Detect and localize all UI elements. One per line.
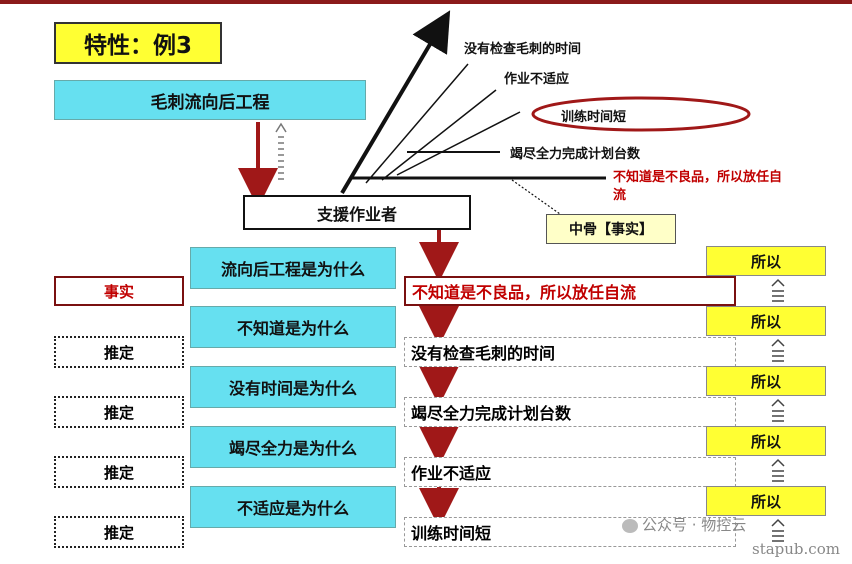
cause-label: 没有检查毛刺的时间: [464, 42, 582, 57]
inference-box: 推定: [54, 336, 184, 368]
watermark-site: stapub.com: [752, 540, 840, 558]
bone-line: [365, 63, 469, 184]
up-ladder-icons: [771, 278, 785, 542]
question-box: 流向后工程是为什么: [190, 247, 396, 289]
wechat-icon: [622, 518, 638, 533]
answer-box: 不知道是不良品，所以放任自流: [404, 276, 736, 306]
fact-label-line2: 流: [613, 188, 627, 203]
watermark-account: 公众号 · 物控云: [622, 514, 746, 535]
fishbone-spine: [340, 10, 451, 195]
header-box: 毛刺流向后工程: [54, 80, 366, 120]
inference-box: 推定: [54, 396, 184, 428]
question-box: 不适应是为什么: [190, 486, 396, 528]
bone-pointer: [511, 179, 561, 215]
so-box: 所以: [706, 306, 826, 336]
bone-line: [381, 89, 497, 181]
cause-label: 竭尽全力完成计划台数: [510, 147, 641, 162]
fact-box: 事实: [54, 276, 184, 306]
cause-label: 训练时间短: [561, 110, 627, 125]
so-box: 所以: [706, 246, 826, 276]
answer-box: 没有检查毛刺的时间: [404, 337, 736, 367]
fact-label-line1: 不知道是不良品，所以放任自: [613, 170, 783, 185]
so-box: 所以: [706, 426, 826, 456]
question-box: 竭尽全力是为什么: [190, 426, 396, 468]
cause-label: 作业不适应: [504, 72, 570, 87]
answer-box: 作业不适应: [404, 457, 736, 487]
inference-box: 推定: [54, 456, 184, 488]
answer-box: 训练时间短: [404, 517, 736, 547]
support-box: 支援作业者: [243, 195, 471, 230]
bone-label: 中骨【事实】: [546, 214, 676, 244]
bone-line: [396, 111, 521, 176]
so-box: 所以: [706, 486, 826, 516]
inference-box: 推定: [54, 516, 184, 548]
highlight-ellipse: [531, 96, 751, 132]
question-box: 没有时间是为什么: [190, 366, 396, 408]
page-title: 特性：例3: [54, 22, 222, 64]
top-bar: [0, 0, 852, 4]
question-box: 不知道是为什么: [190, 306, 396, 348]
up-ladder-icon: [275, 122, 287, 180]
answer-box: 竭尽全力完成计划台数: [404, 397, 736, 427]
so-box: 所以: [706, 366, 826, 396]
